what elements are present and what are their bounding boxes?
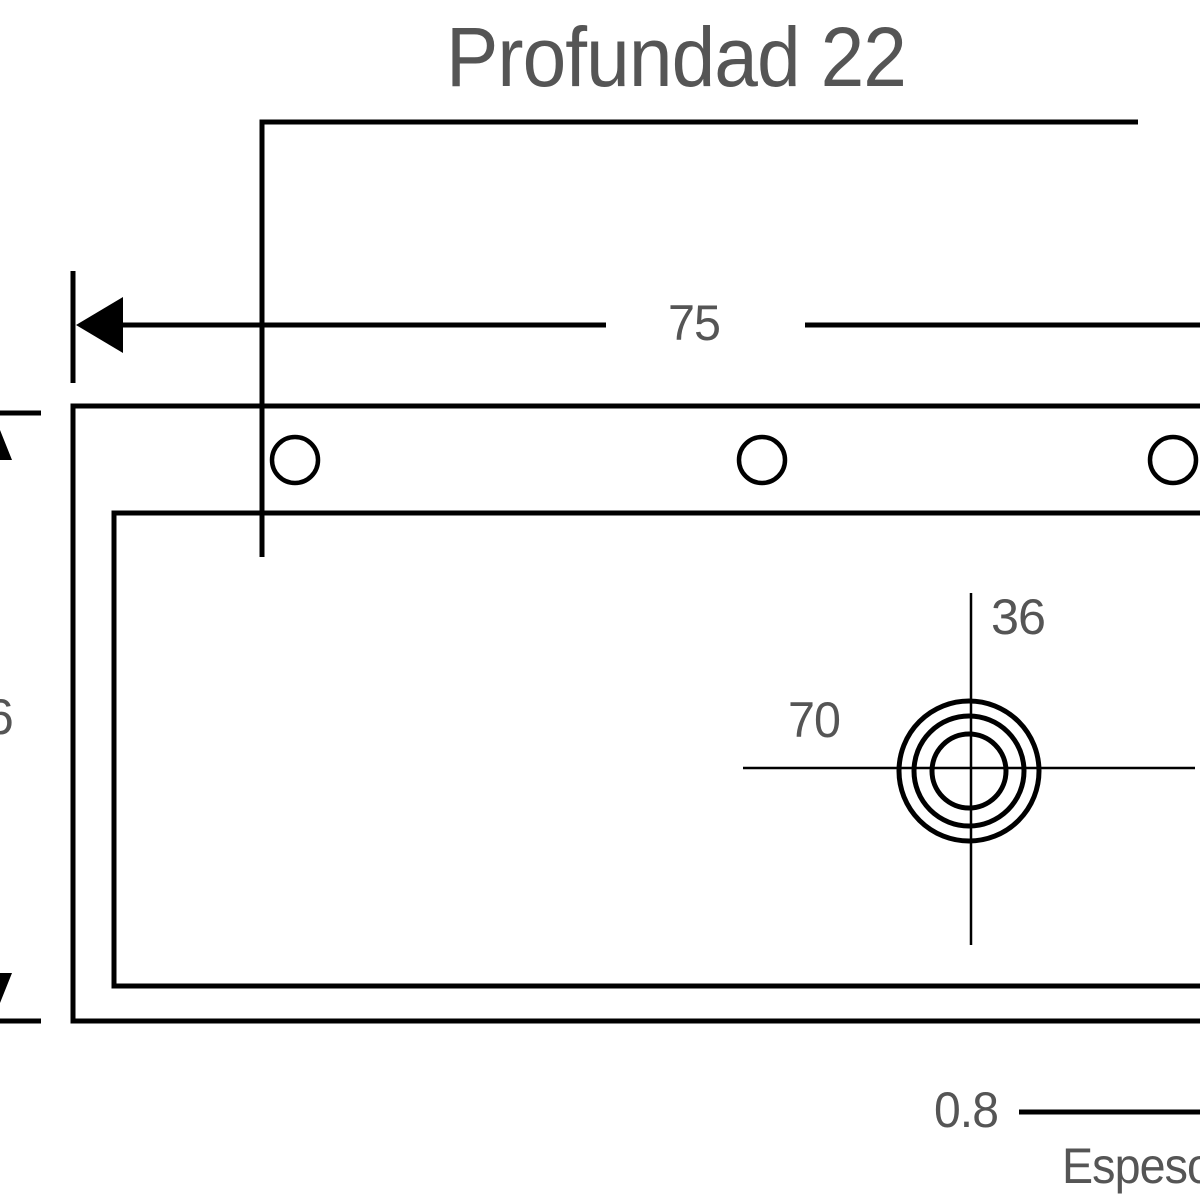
hole-icon: [736, 434, 788, 486]
sink-outer-outline: [70, 403, 1200, 1024]
arrow-down-icon: [0, 973, 12, 1003]
width-label: 75: [668, 295, 720, 351]
arrow-left-icon: [76, 297, 123, 353]
hole-icon: [269, 434, 321, 486]
drain-horizontal-offset-label: 70: [788, 692, 840, 748]
thickness-label: Espeso: [1062, 1138, 1200, 1194]
drain-vertical-offset-label: 36: [991, 589, 1045, 645]
width-dimension-line: [70, 271, 1200, 383]
sink-inner-basin: [111, 510, 1200, 989]
thickness-value-label: 0.8: [934, 1082, 998, 1138]
drain-icon: [896, 698, 1042, 844]
depth-title: Profundad 22: [446, 10, 906, 104]
hole-icon: [1147, 434, 1199, 486]
height-label: 6: [0, 689, 13, 745]
drain-crosshair: [743, 593, 1195, 945]
height-dimension-line: [0, 410, 41, 1024]
mounting-holes: [269, 434, 1199, 486]
arrow-up-icon: [0, 430, 12, 460]
depth-dimension-line: [259, 119, 1138, 557]
